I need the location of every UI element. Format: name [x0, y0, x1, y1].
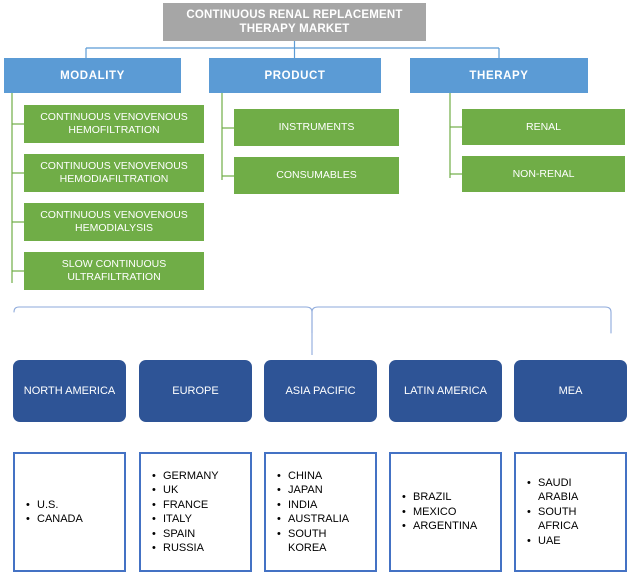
- region-box-europe[interactable]: EUROPE: [139, 360, 252, 422]
- sub-box-modality-3[interactable]: CONTINUOUS VENOVENOUS HEMODIALYSIS: [24, 203, 204, 241]
- country-list-north-america: U.S.CANADA: [13, 452, 126, 572]
- country-list-item: BRAZIL: [402, 490, 496, 505]
- region-box-latin-america[interactable]: LATIN AMERICA: [389, 360, 502, 422]
- country-list-item: CHINA: [277, 469, 371, 484]
- country-list: U.S.CANADA: [15, 498, 124, 527]
- country-list-item: GERMANY: [152, 469, 246, 484]
- country-list-item: ARGENTINA: [402, 519, 496, 534]
- country-list-item: JAPAN: [277, 483, 371, 498]
- country-list-item: FRANCE: [152, 498, 246, 513]
- country-list-item: UK: [152, 483, 246, 498]
- diagram-title: CONTINUOUS RENAL REPLACEMENT THERAPY MAR…: [163, 3, 426, 41]
- country-list: GERMANYUKFRANCEITALYSPAINRUSSIA: [141, 469, 250, 556]
- region-brace-top: [13, 306, 612, 334]
- country-list-item: SOUTH KOREA: [277, 527, 371, 556]
- sub-box-modality-4[interactable]: SLOW CONTINUOUS ULTRAFILTRATION: [24, 252, 204, 290]
- country-list-asia-pacific: CHINAJAPANINDIAAUSTRALIASOUTH KOREA: [264, 452, 377, 572]
- country-list-item: UAE: [527, 534, 621, 549]
- category-box-product[interactable]: PRODUCT: [209, 58, 381, 93]
- country-list-item: CANADA: [26, 512, 120, 527]
- sub-box-product-2[interactable]: CONSUMABLES: [234, 157, 399, 194]
- sub-box-modality-1[interactable]: CONTINUOUS VENOVENOUS HEMOFILTRATION: [24, 105, 204, 143]
- country-list-item: SAUDI ARABIA: [527, 476, 621, 505]
- sub-box-modality-2[interactable]: CONTINUOUS VENOVENOUS HEMODIAFILTRATION: [24, 154, 204, 192]
- region-box-north-america[interactable]: NORTH AMERICA: [13, 360, 126, 422]
- category-box-modality[interactable]: MODALITY: [4, 58, 181, 93]
- country-list-mea: SAUDI ARABIASOUTH AFRICAUAE: [514, 452, 627, 572]
- country-list-item: ITALY: [152, 512, 246, 527]
- country-list-item: AUSTRALIA: [277, 512, 371, 527]
- country-list-item: RUSSIA: [152, 541, 246, 556]
- country-list-item: INDIA: [277, 498, 371, 513]
- country-list-item: U.S.: [26, 498, 120, 513]
- country-list: CHINAJAPANINDIAAUSTRALIASOUTH KOREA: [266, 469, 375, 556]
- sub-box-therapy-1[interactable]: RENAL: [462, 109, 625, 145]
- region-box-mea[interactable]: MEA: [514, 360, 627, 422]
- country-list-item: MEXICO: [402, 505, 496, 520]
- country-list: SAUDI ARABIASOUTH AFRICAUAE: [516, 476, 625, 549]
- country-list-latin-america: BRAZILMEXICOARGENTINA: [389, 452, 502, 572]
- sub-box-product-1[interactable]: INSTRUMENTS: [234, 109, 399, 146]
- country-list-item: SOUTH AFRICA: [527, 505, 621, 534]
- country-list: BRAZILMEXICOARGENTINA: [391, 490, 500, 534]
- country-list-item: SPAIN: [152, 527, 246, 542]
- country-list-europe: GERMANYUKFRANCEITALYSPAINRUSSIA: [139, 452, 252, 572]
- sub-box-therapy-2[interactable]: NON-RENAL: [462, 156, 625, 192]
- category-box-therapy[interactable]: THERAPY: [410, 58, 588, 93]
- region-box-asia-pacific[interactable]: ASIA PACIFIC: [264, 360, 377, 422]
